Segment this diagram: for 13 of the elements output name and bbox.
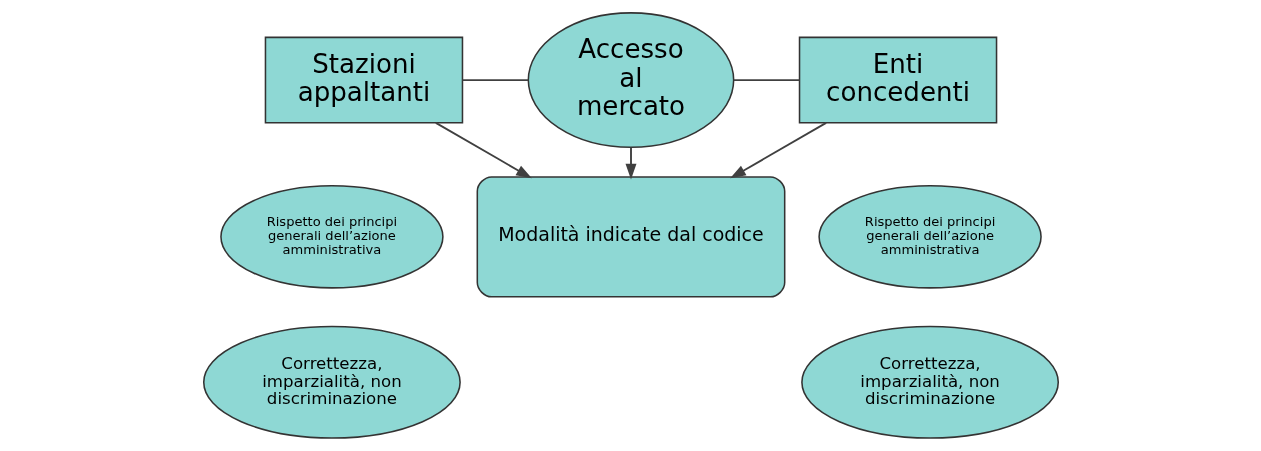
node-ellipse: Rispetto dei principi generali dell’azione amministrativa: [219, 185, 444, 289]
node-box: Modalità indicate dal codice: [476, 176, 785, 298]
arrow: [729, 121, 827, 179]
node-ellipse: Correttezza, imparzialità, non discriminazione: [800, 325, 1059, 439]
node-ellipse: Accesso al mercato: [527, 12, 734, 149]
arrow: [625, 146, 636, 180]
arrow: [434, 121, 532, 179]
node-box: Stazioni appaltanti: [264, 36, 463, 124]
connector: [461, 79, 529, 82]
node-ellipse: Rispetto dei principi generali dell’azione amministrativa: [817, 185, 1042, 289]
node-box: Enti concedenti: [798, 36, 997, 124]
node-ellipse: Correttezza, imparzialità, non discriminazione: [202, 325, 461, 439]
connector: [732, 79, 800, 82]
